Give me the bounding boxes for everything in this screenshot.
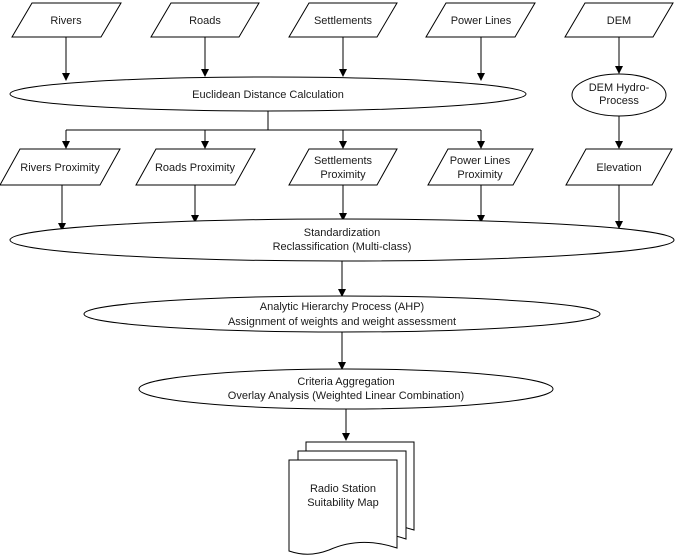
proximity-power-lines: Power Lines Proximity [427,148,534,186]
proximity-settlements: Settlements Proximity [288,148,398,186]
input-rivers: Rivers [11,2,122,38]
proximity-roads: Roads Proximity [135,148,256,186]
elevation: Elevation [565,148,673,186]
process-criteria-aggregation: Criteria Aggregation Overlay Analysis (W… [138,368,554,410]
proximity-power-lines-line-2: Proximity [457,169,503,181]
proximity-rivers-label: Rivers Proximity [20,162,100,174]
input-power-lines: Power Lines [425,2,536,38]
input-dem-label: DEM [607,15,631,27]
proximity-power-lines-line-1: Power Lines [450,155,511,167]
input-settlements: Settlements [288,2,398,38]
dem-hydro-line-1: DEM Hydro- [589,82,650,94]
standardization-line-2: Reclassification (Multi-class) [273,241,412,253]
ahp-line-2: Assignment of weights and weight assessm… [228,316,456,328]
aggregation-line-1: Criteria Aggregation [297,376,394,388]
ahp-line-1: Analytic Hierarchy Process (AHP) [260,301,424,313]
input-rivers-label: Rivers [50,15,82,27]
process-standardization: Standardization Reclassification (Multi-… [9,218,675,262]
input-settlements-label: Settlements [314,15,373,27]
proximity-rivers: Rivers Proximity [0,148,121,186]
proximity-settlements-line-1: Settlements [314,155,373,167]
process-euclidean-distance: Euclidean Distance Calculation [9,76,527,112]
dem-hydro-line-2: Process [599,95,639,107]
standardization-line-1: Standardization [304,227,380,239]
input-roads: Roads [150,2,260,38]
process-ahp: Analytic Hierarchy Process (AHP) Assignm… [83,295,601,333]
elevation-label: Elevation [596,162,641,174]
output-line-2: Suitability Map [307,497,379,509]
input-roads-label: Roads [189,15,221,27]
proximity-roads-label: Roads Proximity [155,162,236,174]
output-line-1: Radio Station [310,483,376,495]
euclidean-label: Euclidean Distance Calculation [192,89,344,101]
process-dem-hydro: DEM Hydro- Process [571,73,667,117]
input-dem: DEM [564,2,674,38]
output-suitability-map: Radio Station Suitability Map [288,441,415,555]
aggregation-line-2: Overlay Analysis (Weighted Linear Combin… [228,390,464,402]
input-power-lines-label: Power Lines [451,15,512,27]
proximity-settlements-line-2: Proximity [320,169,366,181]
